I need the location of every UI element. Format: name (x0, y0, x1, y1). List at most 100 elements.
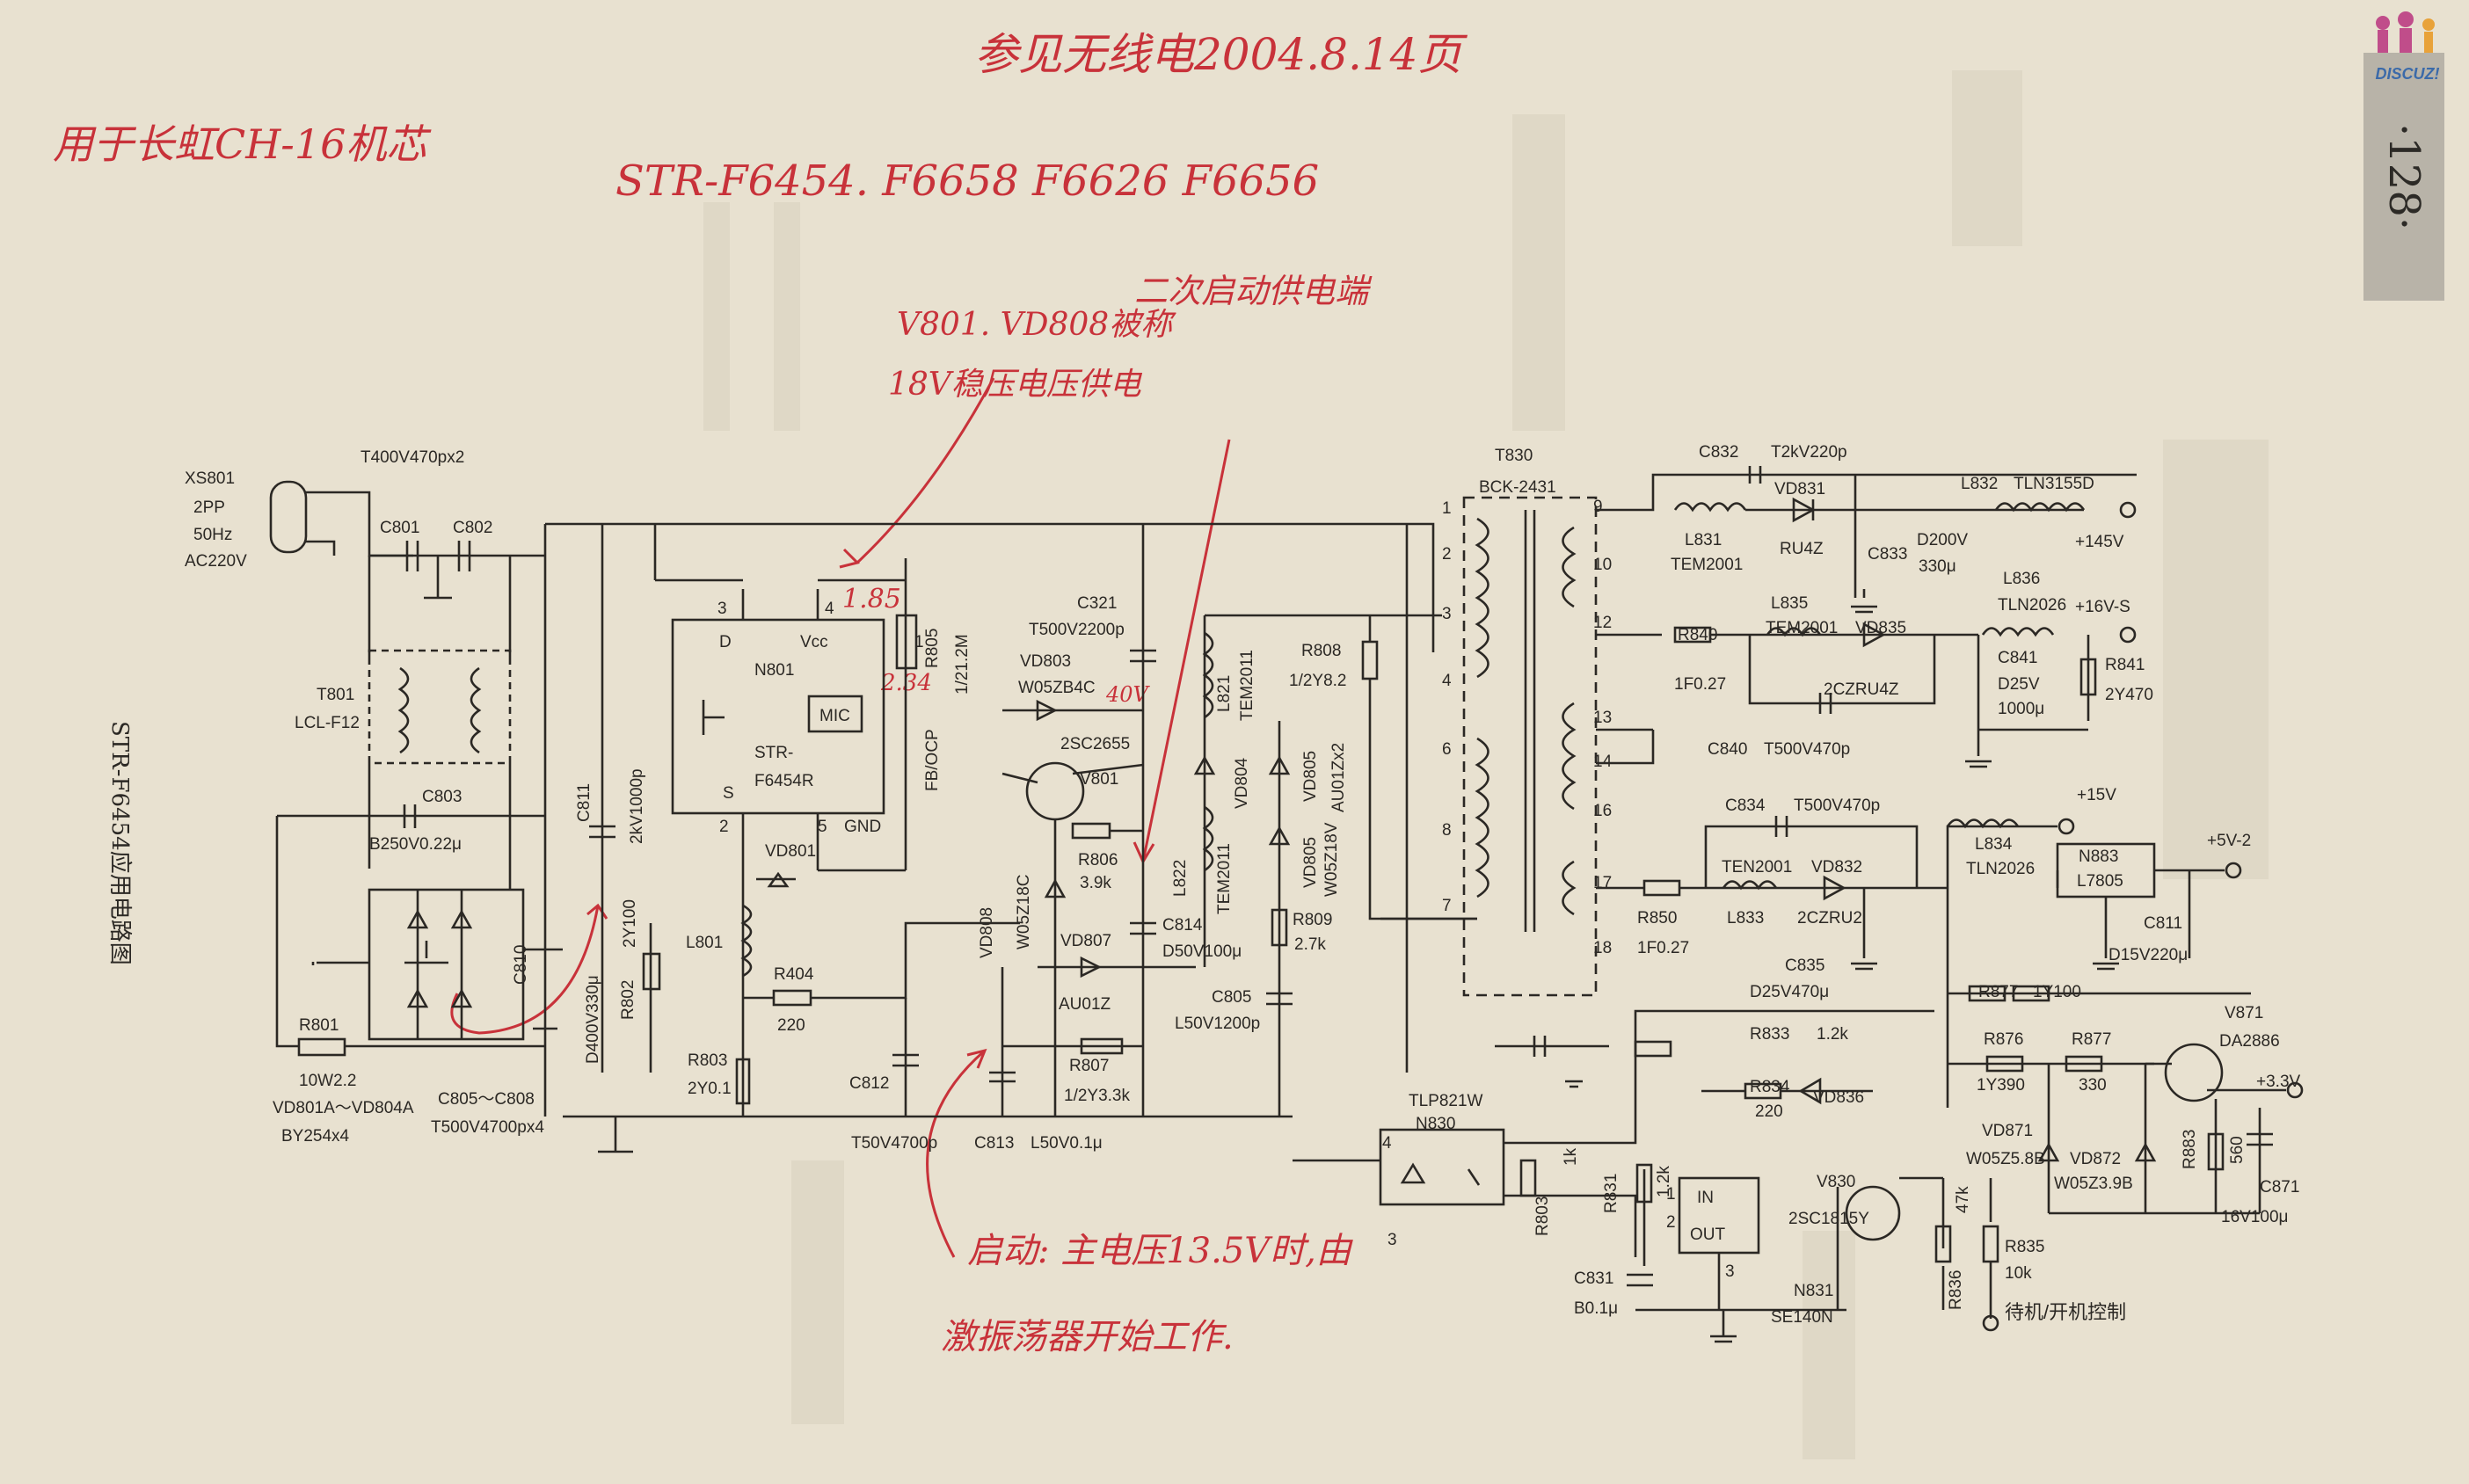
label-vd805-b: VD805 (1301, 837, 1320, 888)
label-r877-a: R877 (1978, 983, 2018, 1001)
label-out: OUT (1690, 1226, 1726, 1244)
ground-icon (1851, 962, 1877, 971)
bleed-through-band (791, 1160, 844, 1424)
label-r404: R404 (774, 965, 814, 984)
handwritten-start-note-1: 启动: 主电压13.5V时,由 (967, 1231, 1351, 1271)
label-t830-pin7: 7 (1442, 897, 1452, 915)
label-bck-2431: BCK-2431 (1479, 478, 1556, 497)
label-c811-b: C811 (2144, 914, 2182, 933)
label-r831-value: 1.2k (1655, 1166, 1673, 1197)
label-r805-value: 1/21.2M (953, 634, 972, 695)
label-tem2011-b: TEM2011 (1215, 843, 1234, 914)
handwritten-18v-note: 18V稳压电压供电 (888, 367, 1141, 403)
ground-icon (1965, 760, 1992, 768)
label-r807: R807 (1069, 1057, 1109, 1075)
label-c805: C805 (1212, 988, 1251, 1007)
label-vd831: VD831 (1774, 480, 1825, 498)
handwritten-secondary-start-note: 二次启动供电端 (1134, 272, 1369, 310)
label-t830: T830 (1495, 447, 1533, 465)
label-r803-ic: R803 (688, 1051, 727, 1070)
label-opto-pin3: 3 (1387, 1231, 1397, 1249)
ground-icon (1851, 589, 1877, 614)
annotation-arrow (856, 377, 995, 564)
annotation-arrows (450, 377, 1231, 1258)
label-t830-pin18: 18 (1593, 939, 1612, 957)
label-ic-pin1: 1 (914, 633, 924, 651)
label-t830-pin10: 10 (1593, 556, 1612, 574)
label-ic-d: D (719, 633, 732, 651)
label-c811: C811 (575, 783, 594, 822)
label-c834: C834 (1725, 797, 1766, 815)
label-b01u: B0.1μ (1574, 1299, 1618, 1318)
label-16v-s: +16V-S (2075, 598, 2130, 616)
label-r833-value: 1.2k (1817, 1025, 1848, 1044)
ground-icon (1710, 1310, 1737, 1343)
label-l835: L835 (1771, 594, 1808, 613)
label-ic-gnd: GND (844, 818, 881, 836)
label-t830-pin2: 2 (1442, 545, 1452, 564)
label-c841: C841 (1998, 649, 2037, 667)
label-l831: L831 (1685, 531, 1722, 549)
label-ten2001: TEN2001 (1722, 858, 1792, 877)
label-c832: C832 (1699, 443, 1738, 462)
label-vd804: VD804 (1233, 757, 1251, 809)
label-t500v2200p: T500V2200p (1029, 621, 1125, 639)
label-l7805: L7805 (2077, 872, 2123, 891)
annotation-arrow (1141, 439, 1231, 862)
label-au01zx2: AU01Zx2 (1329, 743, 1348, 812)
label-r805: R805 (923, 629, 942, 668)
page-number-tab (2363, 53, 2444, 301)
label-r809-value: 2.7k (1294, 935, 1326, 954)
label-c813: C813 (974, 1134, 1014, 1153)
label-c801: C801 (380, 519, 419, 537)
handwritten-v801-note: V801. VD808被称 (897, 307, 1173, 343)
label-r836: R836 (1947, 1270, 1965, 1310)
label-d25v: D25V (1998, 675, 2040, 694)
annotation-arrowhead (839, 548, 860, 569)
label-r834-value: 220 (1755, 1102, 1783, 1121)
common-mode-choke (397, 666, 410, 754)
ground-icon (1565, 1080, 1583, 1088)
bleed-through-band (2163, 440, 2269, 879)
ground-icon (598, 1117, 633, 1153)
label-r802-value: 2Y100 (621, 899, 639, 948)
label-vd801a: VD801A～VD804A (273, 1099, 414, 1117)
label-b250: B250V0.22μ (369, 835, 462, 854)
label-t830-pin3: 3 (1442, 605, 1452, 623)
handwritten-pin4-voltage: 1.85 (842, 584, 901, 615)
label-c802: C802 (453, 519, 492, 537)
label-vd836: VD836 (1813, 1088, 1864, 1107)
label-l836: L836 (2003, 570, 2040, 588)
label-tem2001-a: TEM2001 (1671, 556, 1743, 574)
label-w05z58b: W05Z5.8B (1966, 1150, 2045, 1168)
label-50hz: 50Hz (193, 526, 232, 544)
label-3-3v: +3.3V (2256, 1073, 2301, 1091)
label-d15v220: D15V220μ (2108, 946, 2188, 964)
label-r833: R833 (1750, 1025, 1789, 1044)
label-t830-pin13: 13 (1593, 709, 1612, 727)
label-145v: +145V (2075, 533, 2124, 551)
label-c833: C833 (1868, 545, 1907, 564)
label-1f027-a: 1F0.27 (1674, 675, 1726, 694)
label-2czru2: 2CZRU2 (1797, 909, 1862, 928)
handwritten-chip-list: STR-F6454. F6658 F6626 F6656 (615, 156, 1320, 206)
label-r883-value: 560 (2228, 1136, 2247, 1164)
label-r877-b-value: 330 (2079, 1076, 2107, 1095)
label-by254: BY254x4 (281, 1127, 350, 1146)
label-1000u: 1000μ (1998, 700, 2044, 718)
label-w05z39b: W05Z3.9B (2054, 1175, 2133, 1193)
label-d50v100: D50V100μ (1162, 942, 1242, 961)
handwritten-cap-voltage: 40V (1106, 682, 1148, 707)
ground-icon (2093, 962, 2119, 971)
diagram-caption: STR-F6454应用电路图 (106, 721, 133, 965)
label-l50v: L50V0.1μ (1031, 1134, 1103, 1153)
label-in: IN (1697, 1189, 1714, 1207)
label-l821: L821 (1215, 675, 1234, 712)
label-r803-ctl: R803 (1533, 1197, 1552, 1236)
label-tln3155d: TLN3155D (2014, 475, 2094, 493)
label-d25v470: D25V470μ (1750, 983, 1829, 1001)
label-2czru4z: 2CZRU4Z (1824, 680, 1899, 699)
transformer-t830 (1462, 496, 1598, 997)
label-opto-pin4: 4 (1382, 1134, 1392, 1153)
label-reg-pin3: 3 (1725, 1262, 1735, 1281)
